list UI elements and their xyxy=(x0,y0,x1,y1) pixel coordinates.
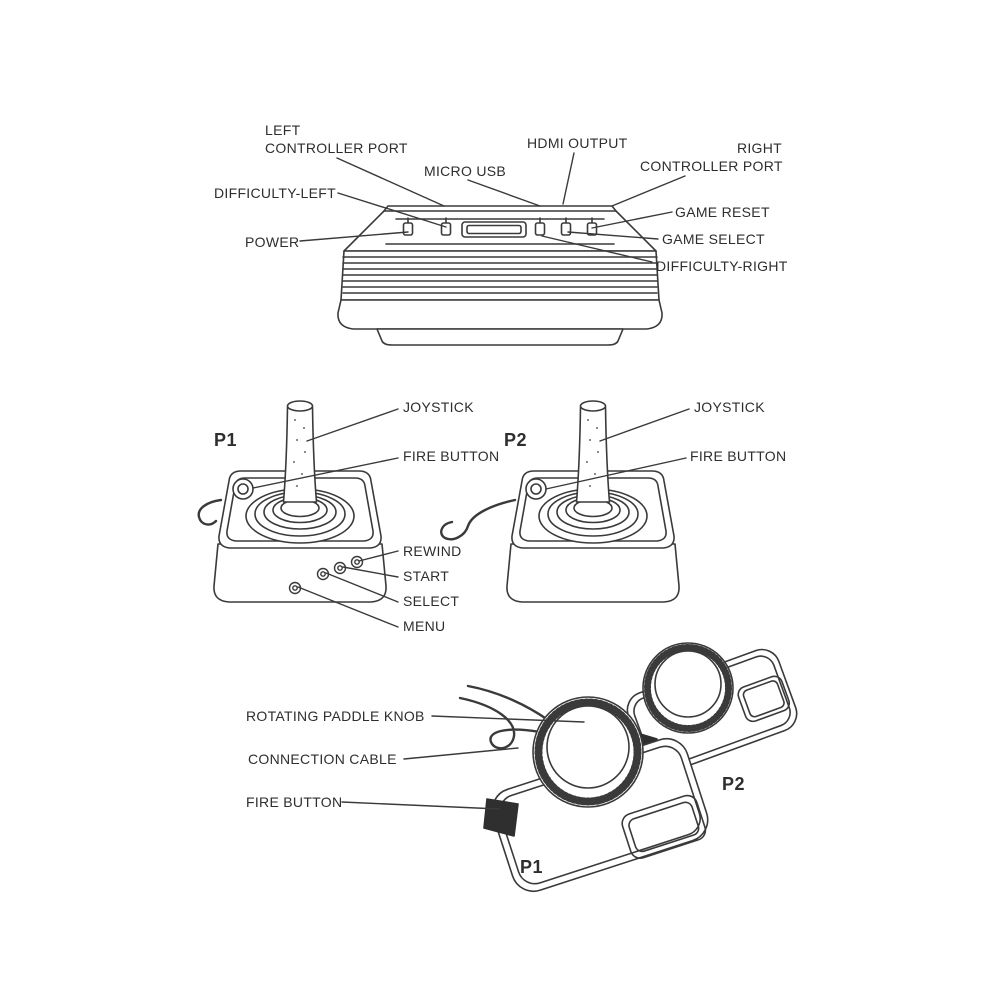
label-start: START xyxy=(403,568,450,584)
leader-joystick-p2 xyxy=(599,408,690,442)
label-menu: MENU xyxy=(403,618,446,634)
leader-select xyxy=(325,572,399,603)
paddle-p1-knob xyxy=(532,696,644,808)
joystick-p1-cable xyxy=(197,498,223,526)
console-drawing xyxy=(337,205,663,346)
console-front-ridges xyxy=(342,256,658,294)
leader-fire-button-paddle xyxy=(341,801,500,810)
leader-game-select xyxy=(567,231,659,240)
joystick-p1-tag: P1 xyxy=(214,430,238,450)
label-rotating-paddle-knob: ROTATING PADDLE KNOB xyxy=(246,708,425,724)
label-joystick-p1: JOYSTICK xyxy=(403,399,474,415)
leader-difficulty-left xyxy=(337,192,447,228)
joystick-p2-drawing xyxy=(506,400,680,603)
label-right-controller-port-line1: RIGHT xyxy=(736,140,782,156)
label-hdmi-output: HDMI OUTPUT xyxy=(527,135,628,151)
label-rewind: REWIND xyxy=(403,543,462,559)
label-select: SELECT xyxy=(403,593,460,609)
label-micro-usb: MICRO USB xyxy=(424,163,507,179)
leader-fire-button-p1 xyxy=(252,457,399,489)
joystick-p2-tag: P2 xyxy=(504,430,528,450)
leader-connection-cable xyxy=(403,747,519,760)
leader-lines xyxy=(252,152,690,810)
label-difficulty-left: DIFFICULTY-LEFT xyxy=(214,185,336,201)
label-game-select: GAME SELECT xyxy=(662,231,765,247)
leader-joystick-p1 xyxy=(306,408,399,442)
paddles-drawing xyxy=(458,642,798,893)
label-left-controller-port: LEFT CONTROLLER PORT xyxy=(265,121,408,157)
label-right-controller-port: RIGHT CONTROLLER PORT xyxy=(640,139,782,175)
leader-right-controller-port xyxy=(611,175,686,207)
label-connection-cable: CONNECTION CABLE xyxy=(248,751,397,767)
leader-rewind xyxy=(358,550,399,562)
joystick-p1-drawing xyxy=(213,400,387,603)
label-right-controller-port-line2: CONTROLLER PORT xyxy=(640,158,783,174)
leader-difficulty-right xyxy=(541,235,653,263)
label-left-controller-port-line2: CONTROLLER PORT xyxy=(265,140,408,156)
leader-fire-button-p2 xyxy=(545,457,687,490)
label-power: POWER xyxy=(245,234,300,250)
console-cartridge-slot xyxy=(461,221,527,238)
leader-menu xyxy=(297,586,399,628)
label-game-reset: GAME RESET xyxy=(675,204,770,220)
leader-game-reset xyxy=(591,211,673,229)
leader-micro-usb xyxy=(467,179,541,207)
paddle-p2-knob xyxy=(642,642,734,734)
leader-left-controller-port xyxy=(336,157,445,207)
paddle-p1-fire-button xyxy=(483,798,519,837)
paddle-p2-tag: P2 xyxy=(722,774,746,794)
leader-rotating-paddle-knob xyxy=(431,715,585,723)
label-fire-button-p2: FIRE BUTTON xyxy=(690,448,787,464)
joystick-p2-cable xyxy=(440,498,517,541)
label-joystick-p2: JOYSTICK xyxy=(694,399,765,415)
leader-hdmi-output xyxy=(562,152,575,205)
leader-start xyxy=(342,566,399,578)
paddle-p1-tag: P1 xyxy=(520,857,544,877)
leader-power xyxy=(299,231,409,242)
label-fire-button-paddle: FIRE BUTTON xyxy=(246,794,343,810)
label-fire-button-p1: FIRE BUTTON xyxy=(403,448,500,464)
label-difficulty-right: DIFFICULTY-RIGHT xyxy=(656,258,788,274)
label-left-controller-port-line1: LEFT xyxy=(265,122,301,138)
